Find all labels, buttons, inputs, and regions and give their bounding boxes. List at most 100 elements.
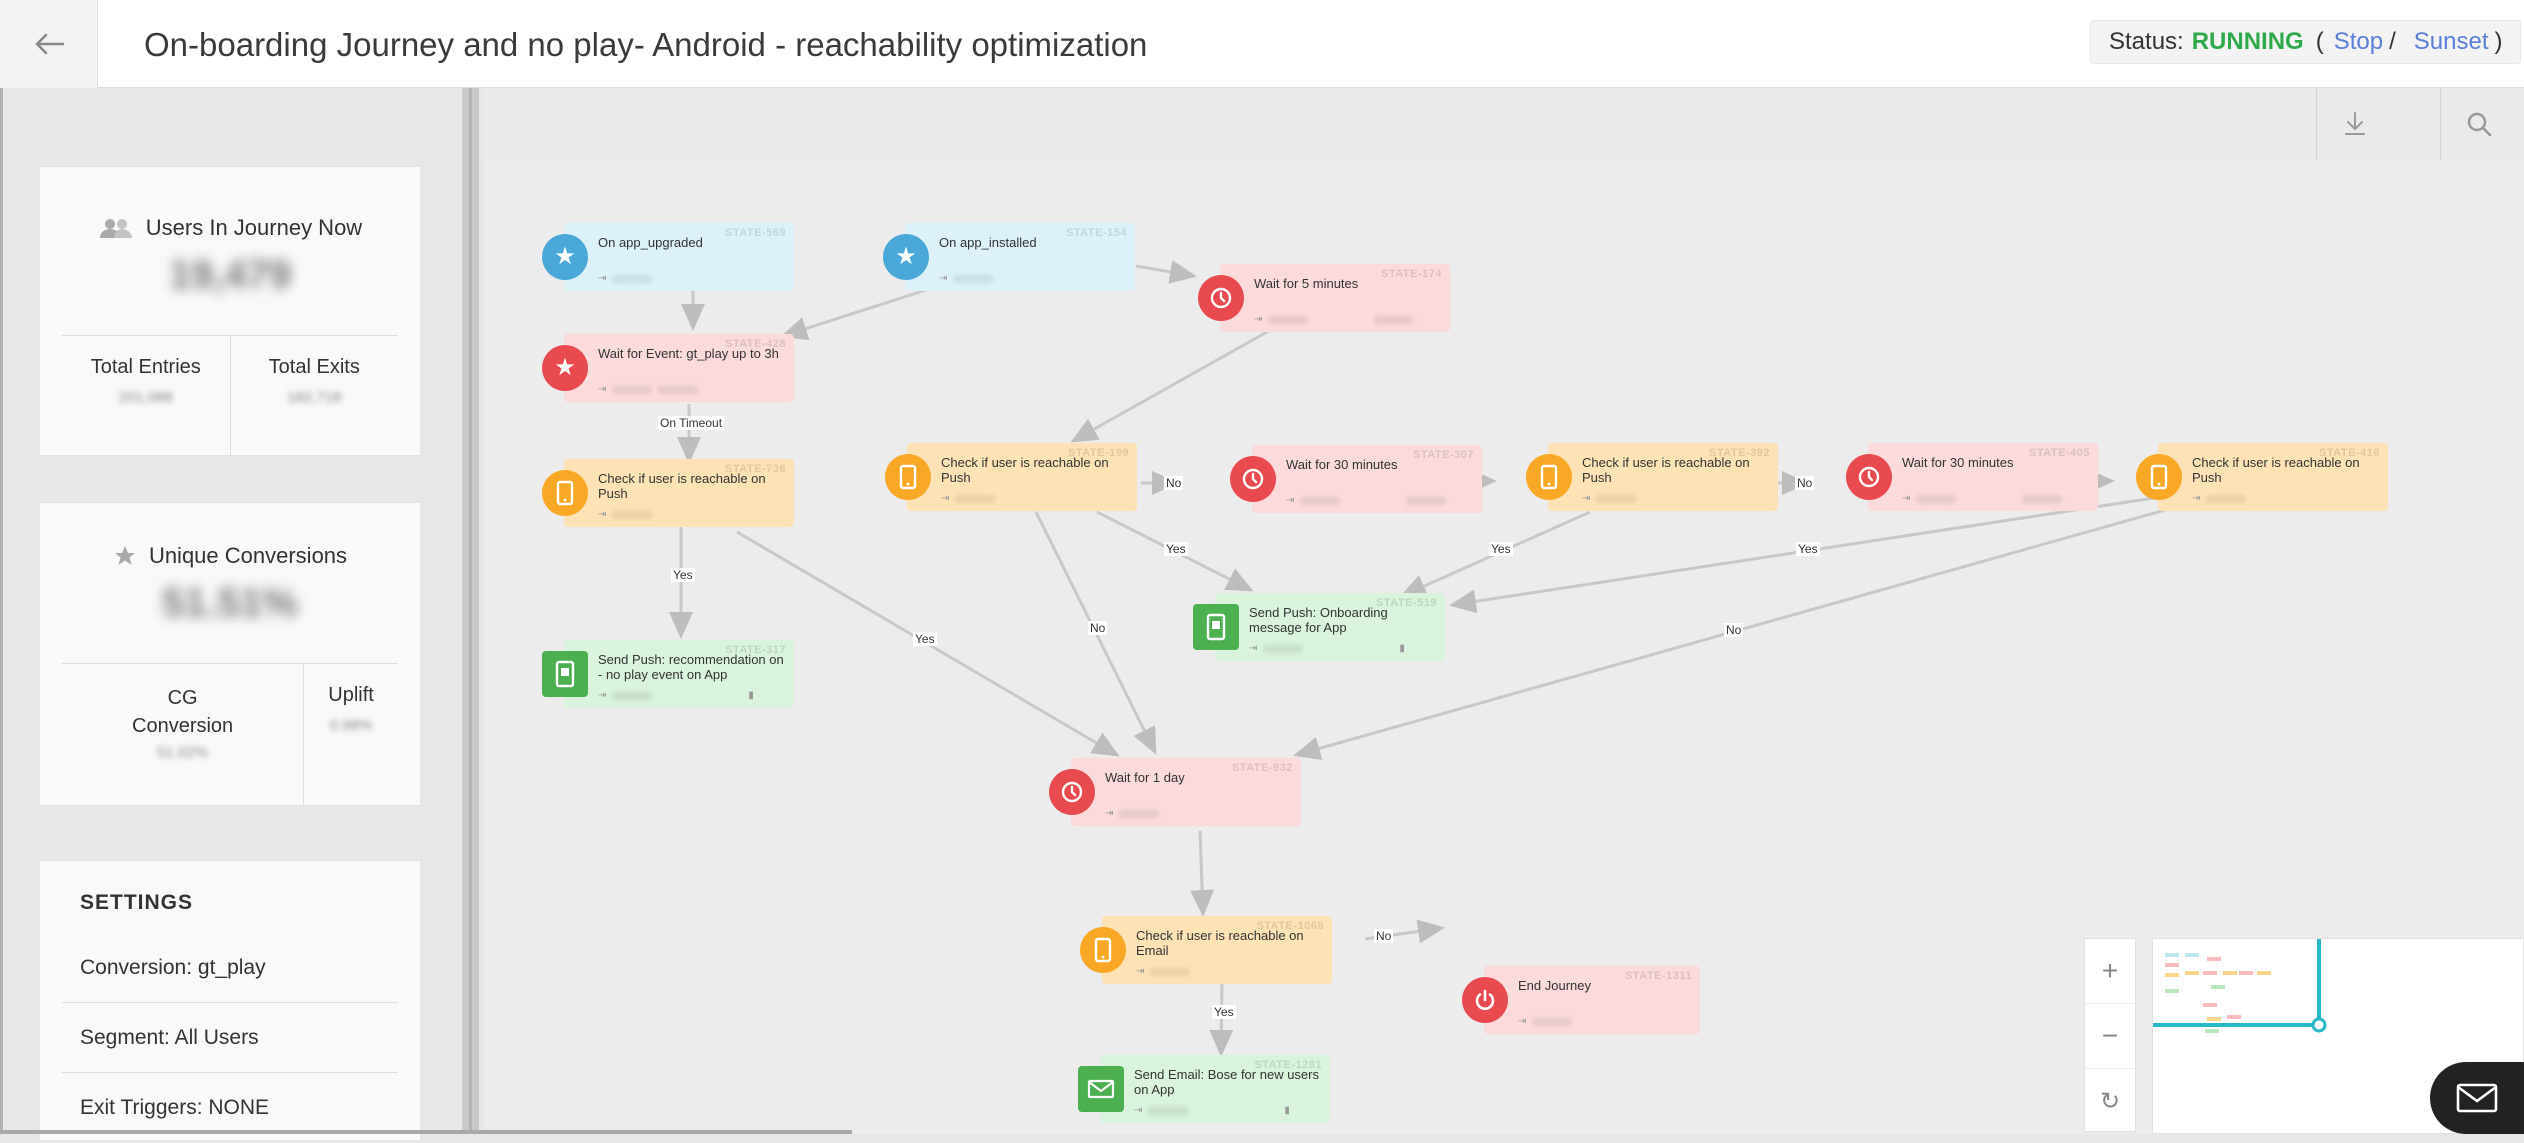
phone-icon: [1080, 927, 1126, 973]
total-entries: Total Entries 201,088: [62, 336, 230, 456]
node-stats: ⇥▮: [1249, 643, 1405, 654]
zoom-in-button[interactable]: +: [2085, 939, 2135, 1004]
node-label: Wait for 30 minutes: [1902, 455, 2014, 470]
zoom-controls: + − ↻: [2084, 938, 2136, 1132]
node-state-id: STATE-392: [1709, 447, 1770, 459]
node-state-id: STATE-1311: [1625, 970, 1692, 982]
edge-label-yes: Yes: [1212, 1005, 1236, 1019]
node-check-email-reachable[interactable]: STATE-1066 Check if user is reachable on…: [1080, 916, 1332, 984]
status-paren-open: (: [2315, 28, 2324, 55]
node-stats: ⇥: [1902, 493, 2063, 504]
status-paren-close: ): [2494, 28, 2503, 55]
edge-label-no: No: [1164, 476, 1184, 490]
node-stats: ⇥▮: [1134, 1105, 1290, 1116]
page-title: On-boarding Journey and no play- Android…: [144, 26, 1148, 63]
unique-conversions-title: Unique Conversions: [148, 543, 348, 568]
node-send-push-onboarding[interactable]: STATE-519 Send Push: Onboarding message …: [1193, 593, 1445, 661]
cg-conversion-value: 51.02%: [157, 744, 209, 761]
total-exits-value: 182,718: [287, 389, 342, 406]
entry-icon: ⇥: [598, 273, 607, 284]
node-stats: ⇥: [2192, 493, 2247, 504]
node-stats: ⇥: [1582, 493, 1637, 504]
horizontal-scrollbar[interactable]: [0, 1130, 852, 1134]
back-button[interactable]: [0, 0, 98, 88]
node-stats: ⇥: [939, 273, 994, 284]
search-button[interactable]: [2440, 88, 2517, 160]
node-check-push-reachable[interactable]: STATE-392 Check if user is reachable on …: [1526, 443, 1778, 511]
node-send-push-recommendation[interactable]: STATE-317 Send Push: recommendation on -…: [542, 640, 794, 708]
node-label: On app_installed: [939, 235, 1037, 250]
push-icon: [1193, 604, 1239, 650]
node-on-app-upgraded[interactable]: ★ STATE-569 On app_upgraded ⇥: [542, 223, 794, 291]
total-entries-value: 201,088: [118, 389, 173, 406]
download-button[interactable]: [2316, 88, 2393, 160]
edge-label-no: No: [1374, 929, 1394, 943]
node-wait-5-minutes[interactable]: STATE-174 Wait for 5 minutes ⇥: [1198, 264, 1450, 332]
zoom-out-button[interactable]: −: [2085, 1004, 2135, 1069]
email-icon: [1078, 1066, 1124, 1112]
entry-icon: ⇥: [1582, 493, 1591, 504]
status-label: Status:: [2109, 28, 2184, 55]
stop-link[interactable]: Stop: [2333, 28, 2384, 55]
node-on-app-installed[interactable]: ★ STATE-154 On app_installed ⇥: [883, 223, 1135, 291]
node-stats: ⇥: [1254, 314, 1415, 325]
users-icon: [99, 219, 132, 238]
node-state-id: STATE-174: [1381, 268, 1442, 280]
node-end-journey[interactable]: STATE-1311 End Journey ⇥: [1462, 966, 1700, 1034]
node-stats: ⇥: [598, 273, 653, 284]
users-card-stats: Total Entries 201,088 Total Exits 182,71…: [62, 335, 398, 456]
clock-icon: [1230, 456, 1276, 502]
node-label: Send Push: recommendation on - no play e…: [598, 652, 784, 682]
journey-canvas[interactable]: On Timeout Yes Yes No Yes No No Yes Yes …: [484, 88, 2524, 1134]
chart-icon: ▮: [1284, 1105, 1290, 1116]
setting-segment: Segment: All Users: [62, 1003, 398, 1073]
total-entries-label: Total Entries: [90, 356, 201, 378]
top-bar: On-boarding Journey and no play- Android…: [0, 0, 2524, 88]
total-exits-label: Total Exits: [268, 356, 360, 378]
star-icon: ★: [542, 234, 588, 280]
phone-icon: [1526, 454, 1572, 500]
edge-label-yes: Yes: [1489, 542, 1513, 556]
node-label: Wait for 1 day: [1105, 770, 1185, 785]
node-wait-30-minutes[interactable]: STATE-307 Wait for 30 minutes ⇥: [1230, 445, 1482, 513]
edge-label-no: No: [1795, 476, 1815, 490]
node-check-push-reachable[interactable]: STATE-199 Check if user is reachable on …: [885, 443, 1137, 511]
chart-icon: ▮: [1399, 643, 1405, 654]
node-label: Send Push: Onboarding message for App: [1249, 605, 1388, 635]
node-state-id: STATE-307: [1413, 449, 1474, 461]
node-stats: ⇥: [1286, 495, 1447, 506]
conversions-card-header: Unique Conversions: [40, 543, 420, 569]
star-icon: ★: [542, 345, 588, 391]
users-card: Users In Journey Now 19,479 Total Entrie…: [39, 166, 421, 456]
entry-icon: ⇥: [1134, 1105, 1143, 1116]
setting-conversion: Conversion: gt_play: [62, 933, 398, 1003]
arrow-left-icon: [35, 33, 64, 55]
users-in-journey-count: 19,479: [168, 253, 292, 297]
node-state-id: STATE-199: [1068, 447, 1129, 459]
node-wait-for-event[interactable]: ★ STATE-428 Wait for Event: gt_play up t…: [542, 334, 794, 402]
node-wait-30-minutes[interactable]: STATE-405 Wait for 30 minutes ⇥: [1846, 443, 2098, 511]
node-label: Check if user is reachable on Push: [1582, 455, 1750, 485]
node-label: On app_upgraded: [598, 235, 703, 250]
node-check-push-reachable[interactable]: STATE-416 Check if user is reachable on …: [2136, 443, 2388, 511]
search-icon: [2467, 112, 2492, 137]
phone-icon: [2136, 454, 2182, 500]
panel-resize-handle[interactable]: [462, 88, 479, 1134]
status-slash: /: [2389, 28, 2396, 55]
left-panel: Users In Journey Now 19,479 Total Entrie…: [0, 88, 462, 1140]
node-check-push-reachable[interactable]: STATE-736 Check if user is reachable on …: [542, 459, 794, 527]
reset-zoom-button[interactable]: ↻: [2099, 1087, 2121, 1115]
node-stats: ⇥: [1136, 966, 1191, 977]
entry-icon: ⇥: [941, 493, 950, 504]
edge-label-on-timeout: On Timeout: [658, 416, 725, 430]
sunset-link[interactable]: Sunset: [2413, 28, 2489, 55]
uplift-label: Uplift: [328, 684, 374, 706]
cg-conversion-label: CG Conversion: [132, 687, 234, 737]
node-wait-1-day[interactable]: STATE-932 Wait for 1 day ⇥: [1049, 758, 1301, 826]
node-send-email[interactable]: STATE-1281 Send Email: Bose for new user…: [1078, 1055, 1330, 1123]
node-state-id: STATE-317: [725, 644, 786, 656]
node-state-id: STATE-519: [1376, 597, 1437, 609]
conversions-card: Unique Conversions 51.51% CG Conversion …: [39, 502, 421, 806]
email-support-button[interactable]: [2430, 1062, 2524, 1134]
node-label: Check if user is reachable on Push: [598, 471, 766, 501]
